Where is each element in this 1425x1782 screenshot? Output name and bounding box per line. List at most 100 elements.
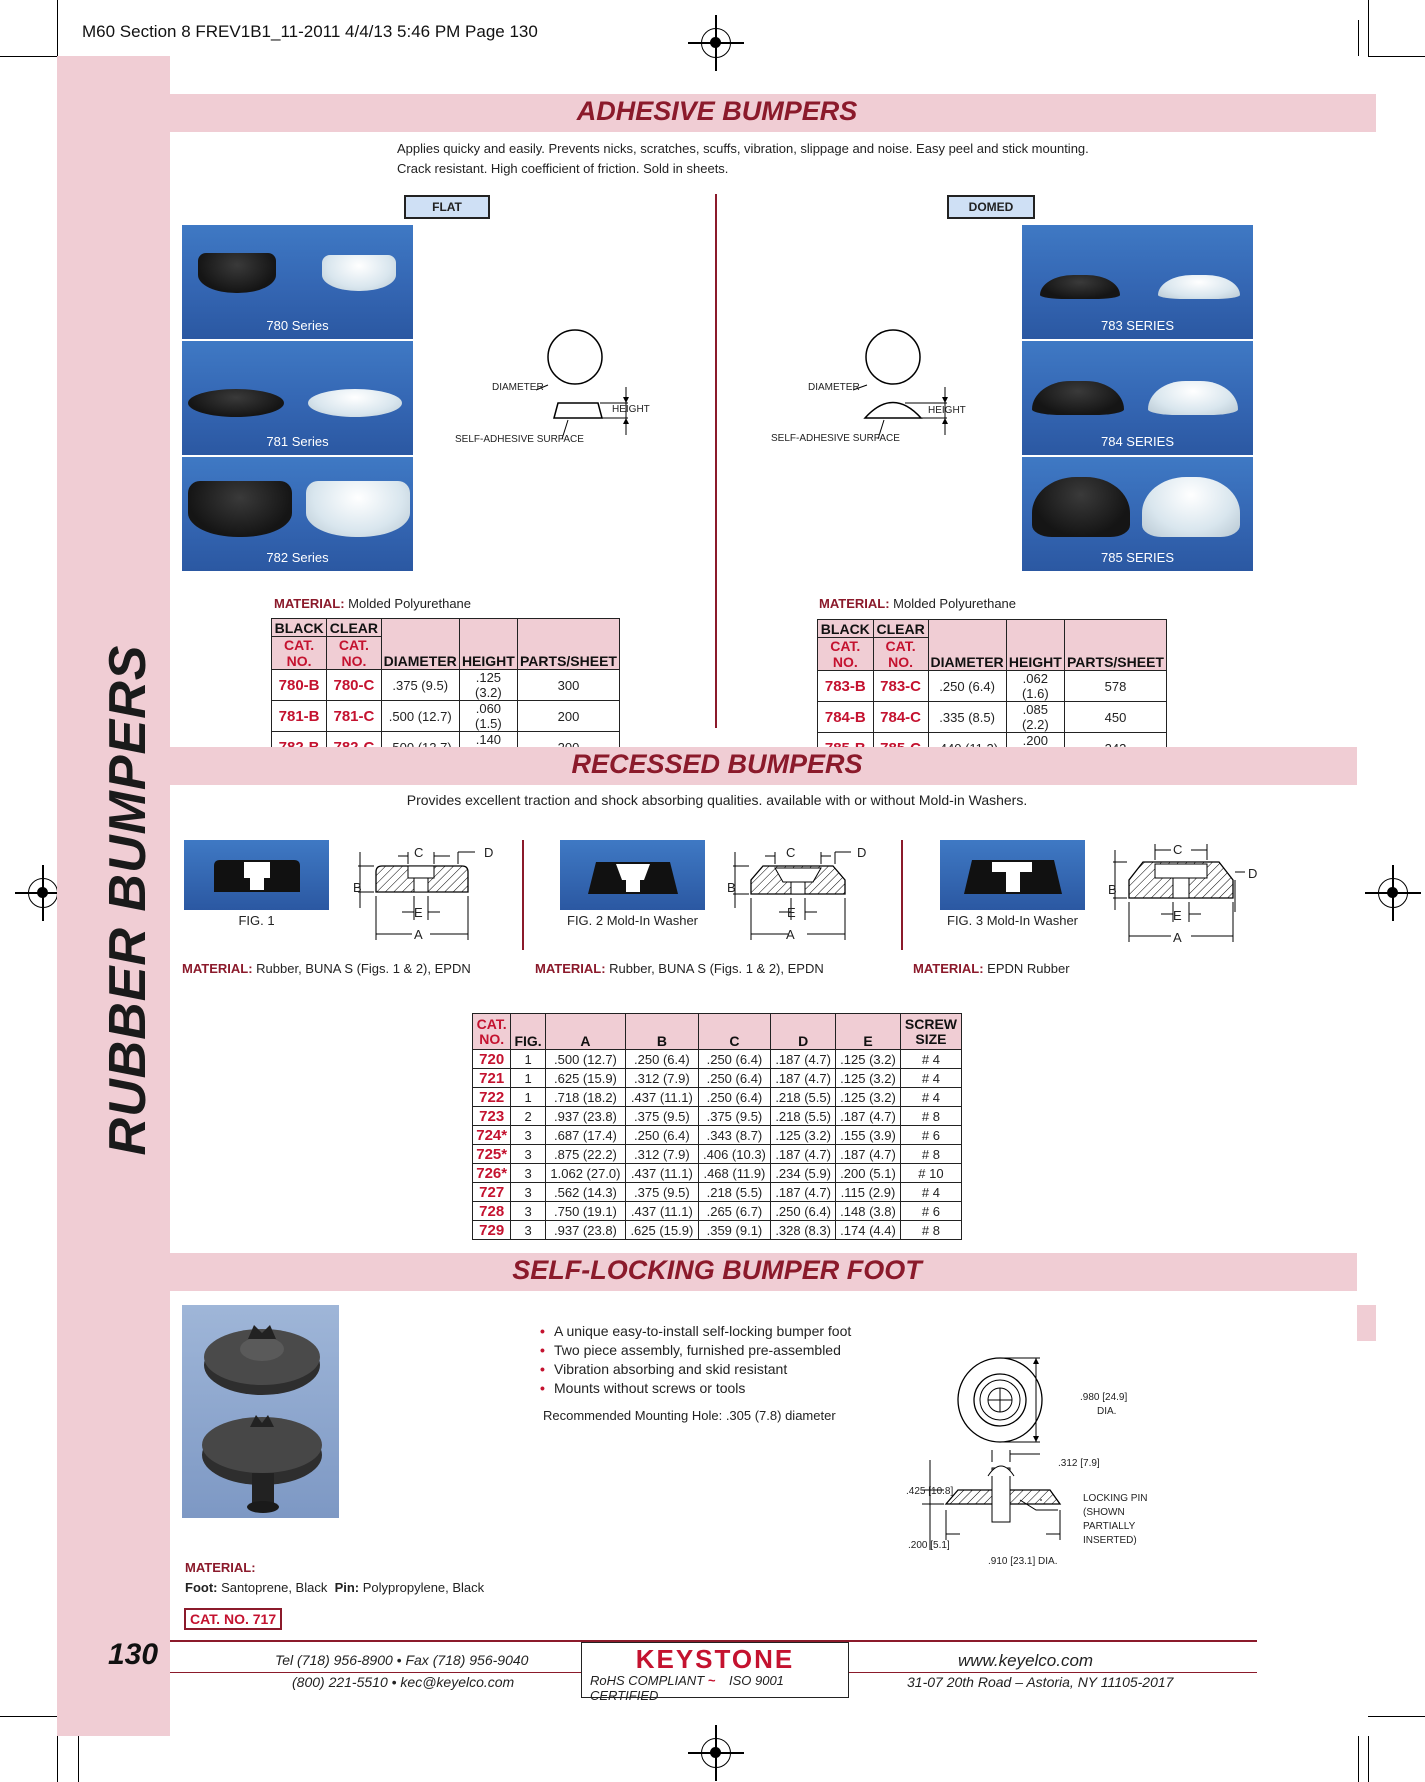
col-e: E <box>835 1013 901 1050</box>
table-cell: .125 (3.2) <box>835 1087 901 1107</box>
table-cell: .437 (11.1) <box>625 1163 699 1183</box>
cat-no-717: CAT. NO. 717 <box>184 1608 283 1630</box>
fig3-thumb <box>940 840 1085 910</box>
fig2-dim-d: D <box>857 845 867 860</box>
table-cell: .687 (17.4) <box>544 1125 627 1145</box>
table-cell: .937 (23.8) <box>544 1220 627 1240</box>
selflock-dia: .980 [24.9] <box>1080 1392 1128 1403</box>
registration-mark-top <box>688 15 744 71</box>
table-cell: .200 (5.1) <box>835 1163 901 1183</box>
fig1-dim-b: B <box>353 880 362 895</box>
selflock-photo <box>182 1305 339 1518</box>
table-cell: .718 (18.2) <box>544 1087 627 1107</box>
table-cell: .359 (9.1) <box>697 1220 772 1240</box>
table-cell: .125 (3.2) <box>835 1068 901 1088</box>
cat-no-cell: 723 <box>471 1106 512 1126</box>
registration-mark-right <box>1365 865 1421 921</box>
bullet-item: Mounts without screws or tools <box>540 1379 960 1398</box>
fig3-dim-c: C <box>1173 842 1183 857</box>
table-cell: .218 (5.5) <box>770 1087 837 1107</box>
table-cell: .125 (3.2) <box>770 1125 837 1145</box>
col-parts: PARTS/SHEET <box>517 618 620 670</box>
cat-no-cell: 729 <box>471 1220 512 1240</box>
domed-diameter-label: DIAMETER <box>808 382 860 393</box>
table-cell: .468 (11.9) <box>697 1163 772 1183</box>
col-diameter: DIAMETER <box>380 618 460 670</box>
footer-phone-email: (800) 221-5510 • kec@keyelco.com <box>292 1674 515 1690</box>
mounting-hole-note: Recommended Mounting Hole: .305 (7.8) di… <box>543 1408 836 1423</box>
adhesive-divider <box>715 194 717 728</box>
col-clear: CLEAR <box>872 619 929 638</box>
recessed-title: RECESSED BUMPERS <box>571 749 863 779</box>
recessed-band <box>170 747 1357 785</box>
cat-no-cell: 728 <box>471 1201 512 1221</box>
table-cell: # 8 <box>899 1144 963 1164</box>
table-cell: .562 (14.3) <box>544 1182 627 1202</box>
flat-diameter-label: DIAMETER <box>492 382 544 393</box>
fig2-dimension-diagram <box>733 851 851 940</box>
cat-no-cell: 726* <box>471 1163 512 1183</box>
table-cell: # 6 <box>899 1125 963 1145</box>
domed-label: DOMED <box>947 195 1035 219</box>
bullet-item: Two piece assembly, furnished pre-assemb… <box>540 1341 960 1360</box>
col-b: B <box>625 1013 699 1050</box>
fig2-material: MATERIAL: Rubber, BUNA S (Figs. 1 & 2), … <box>535 961 824 976</box>
table-cell: .187 (4.7) <box>770 1049 837 1069</box>
adhesive-desc: Applies quicky and easily. Prevents nick… <box>397 141 1089 176</box>
table-cell: .125 (3.2) <box>835 1049 901 1069</box>
table-cell: .312 (7.9) <box>625 1068 699 1088</box>
selflock-bullets: A unique easy-to-install self-locking bu… <box>540 1322 960 1398</box>
table-cell: .187 (4.7) <box>835 1144 901 1164</box>
col-diameter: DIAMETER <box>927 619 1007 671</box>
flat-surface-label: SELF-ADHESIVE SURFACE <box>455 434 584 445</box>
col-cat-no: CAT.NO. <box>471 1013 512 1050</box>
fig1-bumper-icon <box>214 860 300 892</box>
fig2-dim-a: A <box>786 927 795 942</box>
photo-783-series: 783 SERIES <box>1022 225 1253 339</box>
table-cell: 3 <box>510 1144 546 1164</box>
table-cell: .750 (19.1) <box>544 1201 627 1221</box>
table-cell: .625 (15.9) <box>625 1220 699 1240</box>
cat-no-cell: 722 <box>471 1087 512 1107</box>
cat-no-cell: 727 <box>471 1182 512 1202</box>
col-cat-clear: CAT. NO. <box>326 636 382 670</box>
domed-surface-label: SELF-ADHESIVE SURFACE <box>771 433 900 444</box>
col-fig: FIG. <box>510 1013 546 1050</box>
selflock-910: .910 [23.1] DIA. <box>988 1556 1058 1567</box>
col-cat-black: CAT. NO. <box>270 636 328 670</box>
selflock-200: .200 [5.1] <box>908 1540 950 1551</box>
fig3-dim-e: E <box>1173 908 1182 923</box>
table-cell: .875 (22.2) <box>544 1144 627 1164</box>
footer-address: 31-07 20th Road – Astoria, NY 11105-2017 <box>907 1674 1174 1690</box>
table-cell: 3 <box>510 1182 546 1202</box>
table-cell: .250 (6.4) <box>697 1068 772 1088</box>
table-cell: # 4 <box>899 1068 963 1088</box>
print-slug: M60 Section 8 FREV1B1_11-2011 4/4/13 5:4… <box>82 22 538 41</box>
flat-spec-table: BLACK CLEAR DIAMETER HEIGHT PARTS/SHEET … <box>270 618 620 763</box>
col-clear: CLEAR <box>326 618 382 637</box>
flat-label: FLAT <box>404 195 490 219</box>
table-cell: 2 <box>510 1106 546 1126</box>
cat-no-cell: 725* <box>471 1144 512 1164</box>
fig2-dim-e: E <box>787 905 796 920</box>
flat-material: MATERIAL: Molded Polyurethane <box>274 596 472 611</box>
col-cat-clear: CAT. NO. <box>872 637 929 671</box>
fig1-thumb <box>184 840 329 910</box>
footer-website[interactable]: www.keyelco.com <box>958 1651 1094 1670</box>
cat-no-cell: 724* <box>471 1125 512 1145</box>
selflock-side-tab <box>1357 1305 1376 1341</box>
domed-height-label: HEIGHT <box>928 405 966 416</box>
table-cell: # 4 <box>899 1049 963 1069</box>
page-number: 130 <box>108 1638 159 1671</box>
table-cell: .437 (11.1) <box>625 1201 699 1221</box>
table-cell: .187 (4.7) <box>835 1106 901 1126</box>
table-cell: .375 (9.5) <box>625 1106 699 1126</box>
